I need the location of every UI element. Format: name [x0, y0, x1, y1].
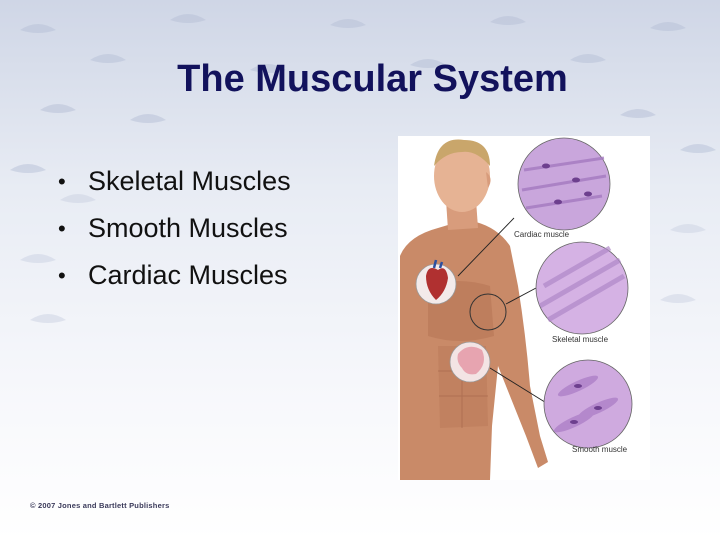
bullet-list: • Skeletal Muscles • Smooth Muscles • Ca… [58, 158, 291, 299]
bullet-item-cardiac: • Cardiac Muscles [58, 252, 291, 299]
bullet-icon: • [58, 215, 66, 241]
cardiac-muscle-label: Cardiac muscle [514, 230, 570, 239]
heart-icon [415, 259, 457, 305]
bullet-text: Smooth Muscles [88, 213, 288, 243]
muscle-illustration: Cardiac muscle Skeletal muscle Smooth mu… [398, 136, 650, 480]
skeletal-muscle-region [469, 293, 507, 331]
stomach-icon [449, 341, 491, 383]
bullet-text: Skeletal Muscles [88, 166, 291, 196]
skeletal-muscle-tissue-icon [535, 241, 629, 335]
bullet-item-skeletal: • Skeletal Muscles [58, 158, 291, 205]
bullet-item-smooth: • Smooth Muscles [58, 205, 291, 252]
bullet-icon: • [58, 262, 66, 288]
cardiac-muscle-icon [517, 137, 611, 231]
slide-title: The Muscular System [177, 58, 568, 100]
bullet-icon: • [58, 168, 66, 194]
copyright-footer: © 2007 Jones and Bartlett Publishers [30, 501, 170, 510]
smooth-muscle-icon [543, 359, 633, 449]
skeletal-muscle-label: Skeletal muscle [552, 335, 609, 344]
bullet-text: Cardiac Muscles [88, 260, 288, 290]
smooth-muscle-label: Smooth muscle [572, 445, 628, 454]
